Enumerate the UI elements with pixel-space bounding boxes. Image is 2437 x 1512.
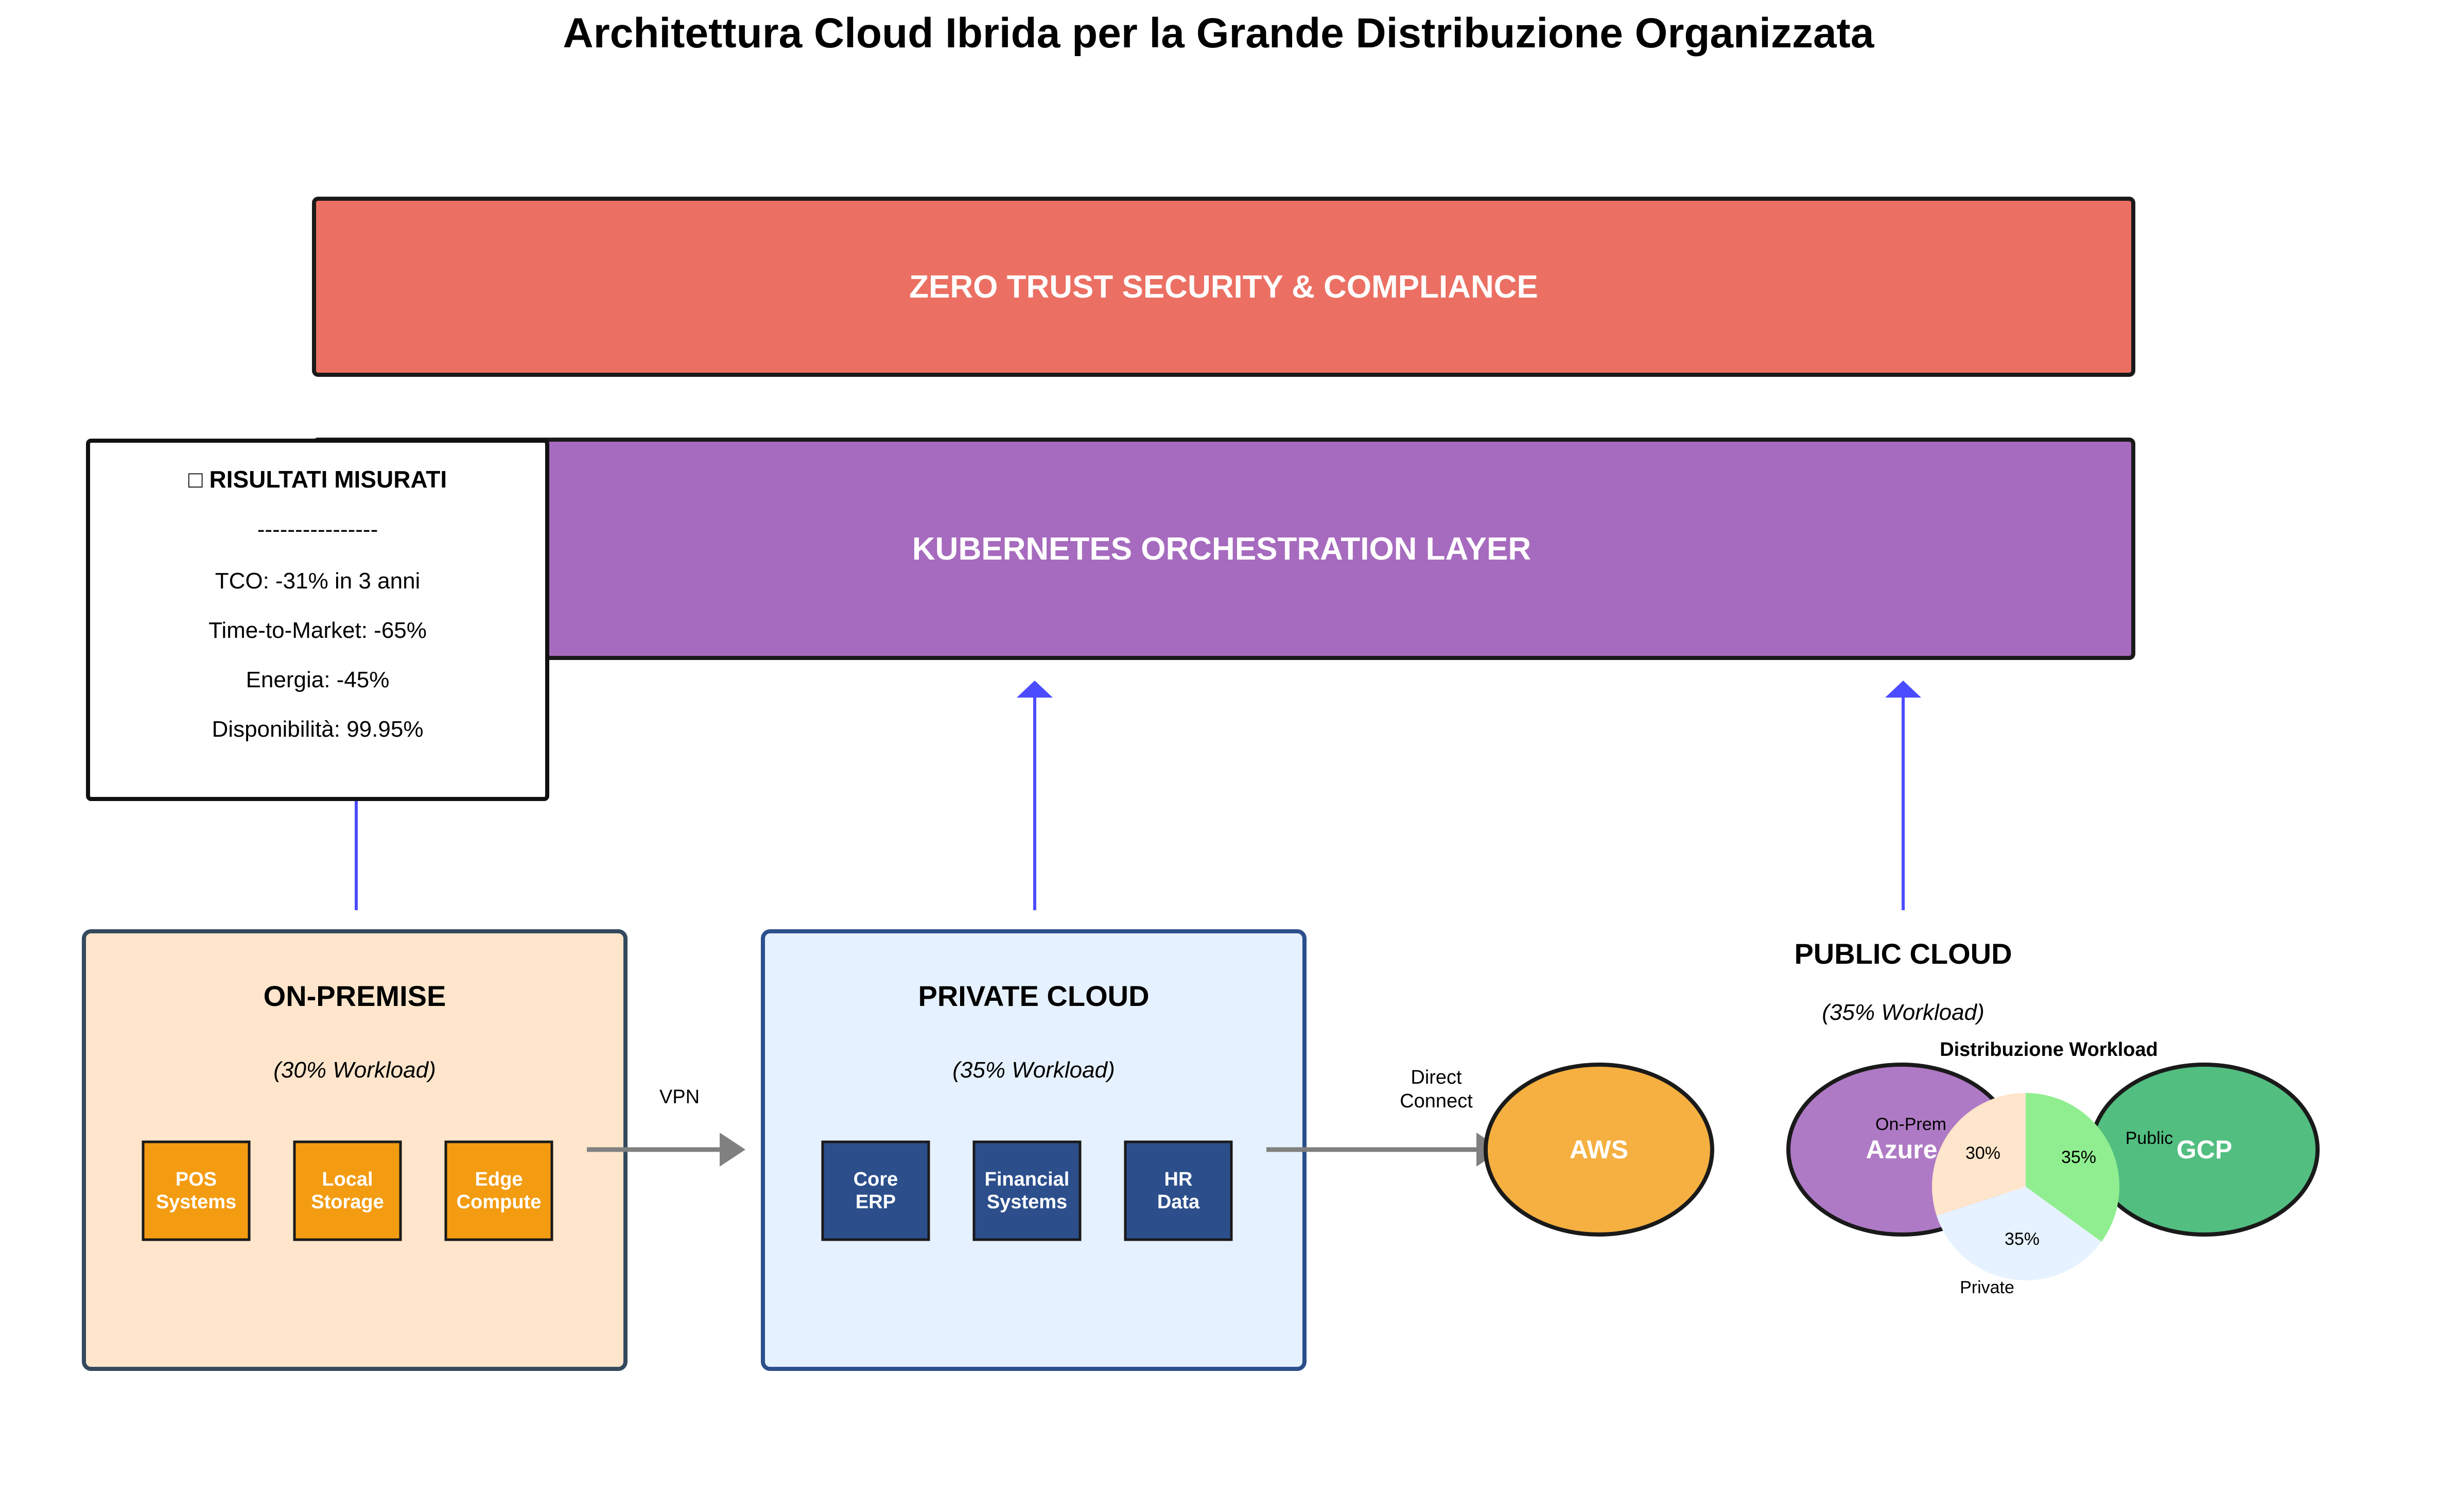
private-arrow-head [1017, 681, 1053, 698]
aws-ellipse [1484, 1063, 1714, 1237]
component-box-financial-systems [972, 1140, 1082, 1241]
gcp-label: GCP [2176, 1135, 2233, 1164]
results-line-availability: Disponibilità: 99.95% [212, 717, 424, 742]
on-premise-workload: (30% Workload) [273, 1057, 436, 1083]
pie-slice-public [2026, 1093, 2120, 1242]
security-layer-label: ZERO TRUST SECURITY & COMPLIANCE [909, 269, 1538, 305]
component-pos-systems: POS Systems [155, 1169, 237, 1213]
private-cloud-title: PRIVATE CLOUD [918, 980, 1150, 1012]
pie-pct-on-prem: 30% [1965, 1143, 2001, 1163]
component-box-core-erp [821, 1140, 930, 1241]
pie-slice-private [1936, 1187, 2102, 1280]
pie-pct-public: 35% [2061, 1148, 2097, 1167]
results-line-energy: Energia: -45% [246, 667, 390, 692]
pie-pct-private: 35% [2004, 1229, 2040, 1249]
pie-slice-on-prem [1931, 1093, 2026, 1216]
component-box-hr-data [1124, 1140, 1233, 1241]
component-box-edge-compute [444, 1140, 553, 1241]
kubernetes-layer-label: KUBERNETES ORCHESTRATION LAYER [912, 531, 1531, 567]
workload-pie [1931, 1093, 2120, 1280]
public-cloud-workload: (35% Workload) [1822, 1000, 1985, 1025]
component-edge-compute: Edge Compute [456, 1169, 542, 1213]
pie-title: Distribuzione Workload [1940, 1039, 2158, 1061]
pie-label-on-prem: On-Prem [1875, 1115, 1946, 1134]
aws-label: AWS [1570, 1135, 1628, 1164]
component-hr-data: HR Data [1157, 1169, 1200, 1213]
results-line-ttm: Time-to-Market: -65% [208, 618, 427, 643]
pie-label-private: Private [1960, 1278, 2014, 1297]
component-box-local-storage [293, 1140, 402, 1241]
component-financial-systems: Financial Systems [984, 1169, 1070, 1213]
pie-label-public: Public [2125, 1128, 2173, 1148]
on-premise-title: ON-PREMISE [263, 980, 446, 1012]
vpn-label: VPN [659, 1086, 700, 1108]
diagram-title: Architettura Cloud Ibrida per la Grande … [563, 10, 1874, 57]
results-divider: ---------------- [257, 517, 378, 542]
results-heading: □ RISULTATI MISURATI [188, 466, 447, 493]
public-cloud-title: PUBLIC CLOUD [1794, 937, 2012, 970]
security-layer [312, 197, 2135, 377]
azure-label: Azure [1866, 1135, 1938, 1164]
direct-connect-label: Direct Connect [1400, 1067, 1473, 1112]
component-box-pos-systems [142, 1140, 251, 1241]
public-arrow-head [1885, 681, 1921, 698]
component-local-storage: Local Storage [311, 1169, 384, 1213]
results-box [86, 439, 549, 801]
vpn-arrow-head [720, 1133, 745, 1167]
private-cloud-workload: (35% Workload) [952, 1057, 1115, 1083]
component-core-erp: Core ERP [853, 1169, 898, 1213]
results-line-tco: TCO: -31% in 3 anni [215, 568, 421, 594]
